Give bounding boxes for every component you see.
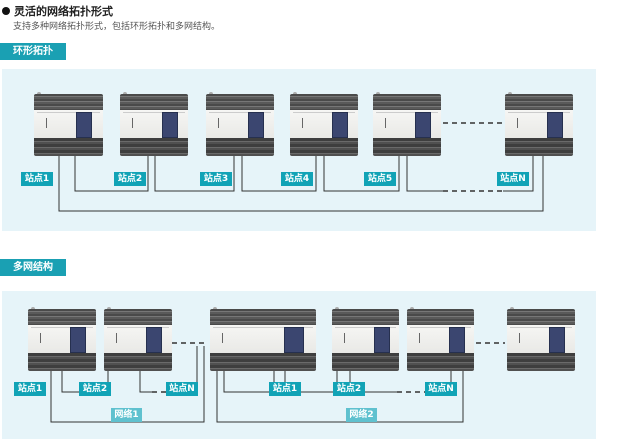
station-label: 站点2 bbox=[79, 382, 111, 396]
plc-device bbox=[507, 307, 575, 371]
plc-device bbox=[332, 307, 399, 371]
station-label: 站点3 bbox=[200, 172, 232, 186]
station-label: 站点N bbox=[497, 172, 529, 186]
plc-device bbox=[290, 92, 358, 156]
net1-link-2-n-left bbox=[139, 370, 152, 393]
multi-network-panel: 站点1 站点2 站点N 网络1 站点1 站点2 站点N 网络2 bbox=[2, 291, 596, 439]
station-label: 站点1 bbox=[21, 172, 53, 186]
ring-link-5-n-left bbox=[406, 156, 443, 192]
ring-wires bbox=[58, 122, 544, 212]
station-label: 站点5 bbox=[364, 172, 396, 186]
net2-outer-wire bbox=[216, 346, 464, 423]
plc-device bbox=[206, 92, 274, 156]
section-description: 支持多种网络拓扑形式，包括环形拓扑和多网结构。 bbox=[13, 22, 221, 32]
ring-link-5-n-right bbox=[503, 156, 534, 192]
plc-device bbox=[28, 307, 96, 371]
ring-link-4-5 bbox=[323, 156, 400, 192]
ring-topology-panel: 站点1 站点2 站点3 站点4 站点5 站点N bbox=[2, 69, 596, 231]
network-label: 网络2 bbox=[346, 408, 377, 422]
multi-network-tag: 多网结构 bbox=[0, 259, 66, 276]
section-title: 灵活的网络拓扑形式 bbox=[14, 5, 113, 18]
ring-outer-wire bbox=[58, 156, 544, 212]
ring-link-1-2 bbox=[74, 156, 149, 192]
station-label: 站点N bbox=[166, 382, 198, 396]
net2-link-1-2 bbox=[284, 370, 338, 393]
ring-link-2-3 bbox=[154, 156, 235, 192]
plc-master-device bbox=[210, 307, 316, 371]
station-label: 站点1 bbox=[269, 382, 301, 396]
ring-link-3-4 bbox=[241, 156, 317, 192]
station-label: 站点2 bbox=[333, 382, 365, 396]
net1-outer-wire bbox=[50, 346, 205, 423]
station-label: 站点N bbox=[425, 382, 457, 396]
station-label: 站点4 bbox=[281, 172, 313, 186]
plc-device bbox=[407, 307, 474, 371]
bullet-icon bbox=[2, 7, 10, 15]
network-label: 网络1 bbox=[111, 408, 142, 422]
section-heading: 灵活的网络拓扑形式 bbox=[2, 3, 113, 19]
plc-device bbox=[34, 92, 103, 156]
plc-device bbox=[505, 92, 573, 156]
station-label: 站点2 bbox=[114, 172, 146, 186]
plc-device bbox=[373, 92, 441, 156]
station-label: 站点1 bbox=[14, 382, 46, 396]
ring-topology-tag: 环形拓扑 bbox=[0, 43, 66, 60]
plc-device bbox=[120, 92, 188, 156]
plc-device bbox=[104, 307, 172, 371]
